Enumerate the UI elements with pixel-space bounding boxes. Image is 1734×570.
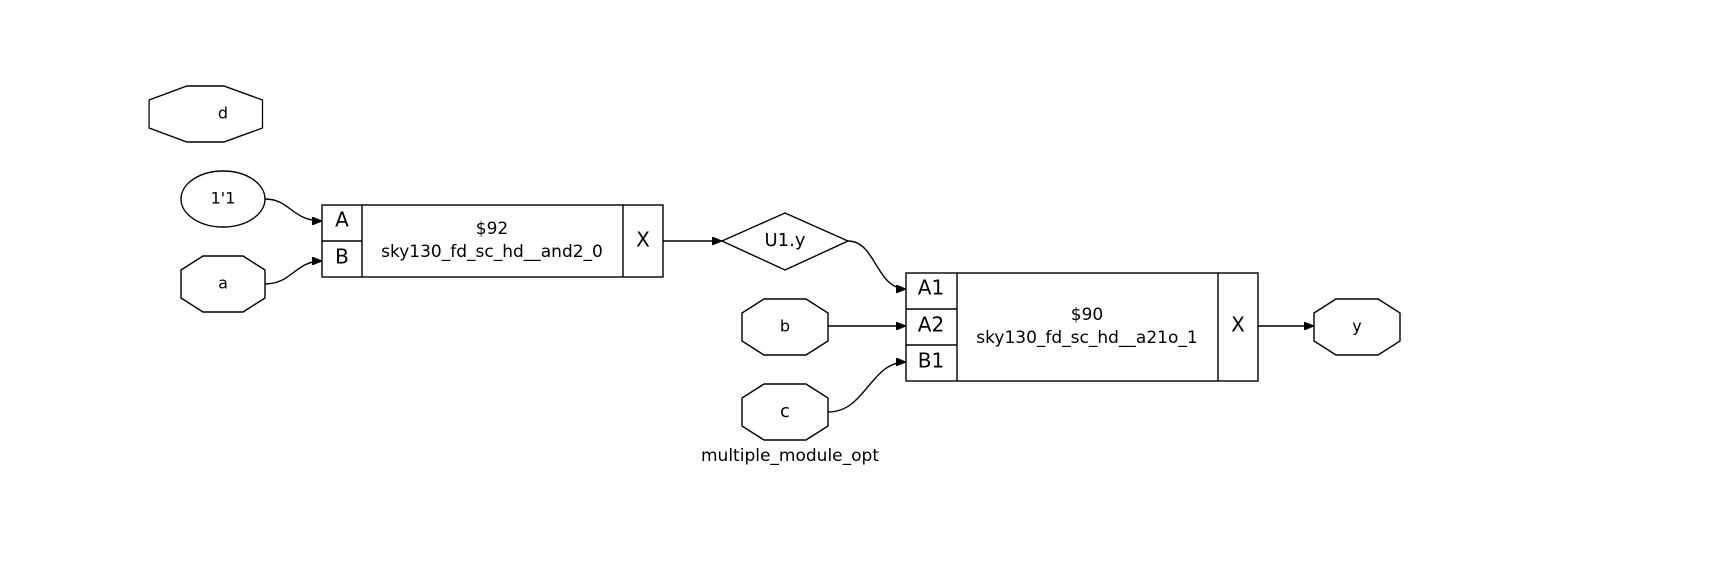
and2-cell-id: $92 <box>476 219 508 239</box>
a21o-pin-b1: B1 <box>918 349 944 373</box>
a21o-cell-id: $90 <box>1071 305 1103 325</box>
a21o-pin-x: X <box>1231 313 1245 337</box>
net-u1y-label: U1.y <box>764 230 805 251</box>
and2-pin-b: B <box>335 245 349 269</box>
port-const[interactable]: 1'1 <box>180 170 266 228</box>
and2-pin-x: X <box>636 228 650 252</box>
port-a-label: a <box>218 274 228 293</box>
port-a[interactable]: a <box>180 255 266 313</box>
cell-and2[interactable]: A B $92 sky130_fd_sc_hd__and2_0 X <box>321 204 664 278</box>
wire-c-to-a21o-b1 <box>827 362 906 413</box>
port-c-label: c <box>780 401 790 422</box>
port-b-label: b <box>780 317 790 336</box>
wire-const-to-and2-a <box>264 198 322 221</box>
port-const-label: 1'1 <box>211 189 236 208</box>
port-d[interactable]: d <box>148 85 264 143</box>
a21o-cell-type: sky130_fd_sc_hd__a21o_1 <box>976 328 1197 348</box>
and2-cell-type: sky130_fd_sc_hd__and2_0 <box>381 242 603 262</box>
port-d-label: d <box>218 104 228 123</box>
port-y[interactable]: y <box>1313 298 1401 356</box>
net-u1y[interactable]: U1.y <box>720 212 850 271</box>
and2-pin-a: A <box>335 208 349 232</box>
cell-a21o[interactable]: A1 A2 B1 $90 sky130_fd_sc_hd__a21o_1 X <box>905 272 1259 382</box>
diagram-title: multiple_module_opt <box>701 446 879 466</box>
wire-net-to-a21o-a1 <box>847 240 907 289</box>
port-c[interactable]: c <box>741 383 829 441</box>
a21o-pin-a1: A1 <box>918 276 944 300</box>
port-y-label: y <box>1352 317 1361 336</box>
port-b[interactable]: b <box>741 298 829 356</box>
wire-a-to-and2-b <box>264 261 322 285</box>
a21o-pin-a2: A2 <box>918 313 944 337</box>
